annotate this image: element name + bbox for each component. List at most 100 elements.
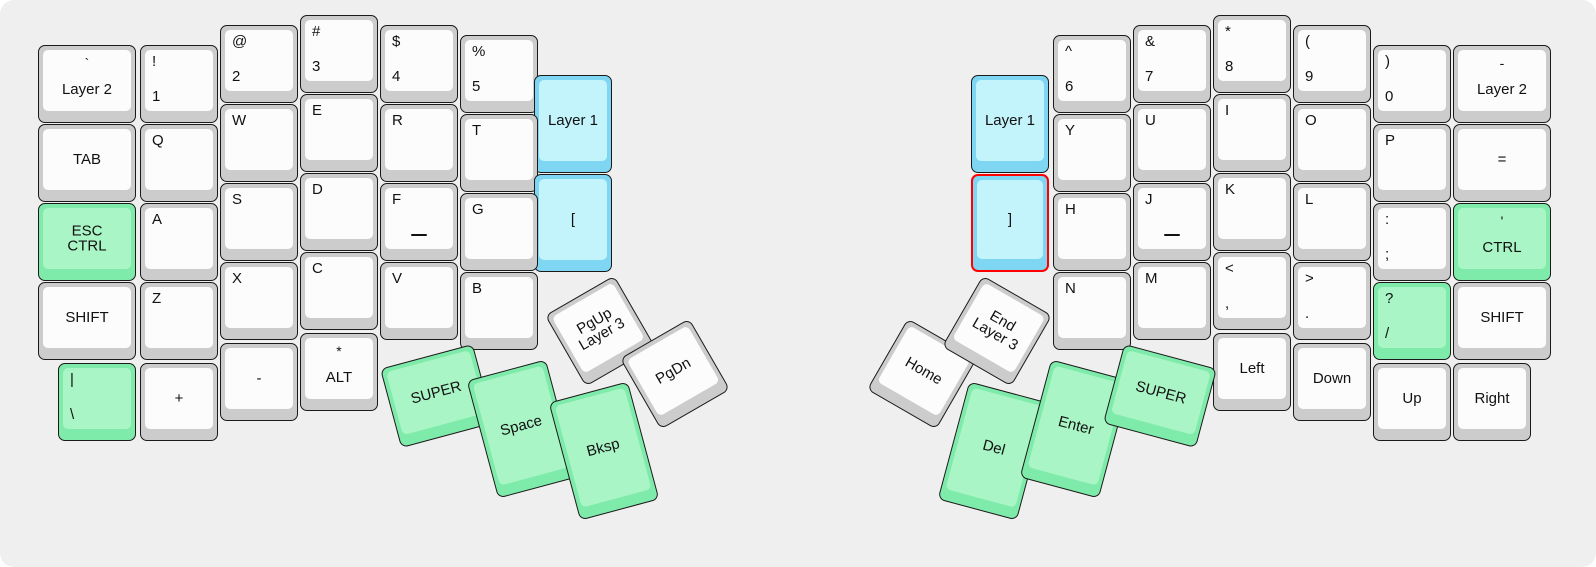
- key-legend-center: PgUp Layer 3: [573, 304, 628, 355]
- key-left-r1-c5[interactable]: $4: [380, 25, 458, 103]
- key-legend-bottom: 3: [312, 58, 321, 76]
- key-right-r5-c6[interactable]: Up: [1373, 363, 1451, 441]
- keycap-surface: SUPER: [1110, 350, 1211, 436]
- keycap-surface: K: [1218, 178, 1286, 239]
- key-left-r5-c3[interactable]: -: [220, 343, 298, 421]
- keycap-surface: Y: [1058, 119, 1126, 180]
- key-legend-center: Bksp: [584, 434, 622, 460]
- keycap-surface: H: [1058, 198, 1126, 259]
- key-right-r2-c4[interactable]: I: [1213, 94, 1291, 172]
- key-left-r1-c6[interactable]: %5: [460, 35, 538, 113]
- key-legend-top: <: [1225, 260, 1234, 277]
- key-left-r3-c2[interactable]: A: [140, 203, 218, 281]
- key-right-r4-c4[interactable]: <,: [1213, 252, 1291, 330]
- key-left-r2-c4[interactable]: E: [300, 94, 378, 172]
- key-left-r3-c6[interactable]: G: [460, 193, 538, 271]
- key-left-r4-c5[interactable]: V: [380, 262, 458, 340]
- key-right-r3-c5[interactable]: L: [1293, 183, 1371, 261]
- key-left-r3-c5[interactable]: F: [380, 183, 458, 261]
- key-right-r1-c5[interactable]: (9: [1293, 25, 1371, 103]
- key-right-r2-c7[interactable]: =: [1453, 124, 1551, 202]
- key-right-r5-c7[interactable]: Right: [1453, 363, 1531, 441]
- key-left-r1-c2[interactable]: !1: [140, 45, 218, 123]
- key-left-r2-c1[interactable]: TAB: [38, 124, 136, 202]
- key-right-r4-c6[interactable]: ?/: [1373, 282, 1451, 360]
- key-left-r4-c3[interactable]: X: [220, 262, 298, 340]
- key-left-r1-c7[interactable]: Layer 1: [534, 75, 612, 173]
- key-left-r3-c1[interactable]: ESC CTRL: [38, 203, 136, 281]
- key-left-r1-c1[interactable]: `Layer 2: [38, 45, 136, 123]
- key-legend-top: -: [1499, 55, 1505, 71]
- key-legend-center: Layer 2: [1476, 80, 1528, 98]
- key-right-r4-c2[interactable]: N: [1053, 272, 1131, 350]
- key-right-r2-c6[interactable]: P: [1373, 124, 1451, 202]
- key-left-r5-c1[interactable]: |\: [58, 363, 136, 441]
- key-right-r3-c2[interactable]: H: [1053, 193, 1131, 271]
- key-right-thumb-super[interactable]: SUPER: [1103, 343, 1217, 449]
- key-legend-top: !: [152, 53, 157, 70]
- key-left-r4-c4[interactable]: C: [300, 252, 378, 330]
- key-right-r4-c3[interactable]: M: [1133, 262, 1211, 340]
- keycap-surface: SHIFT: [43, 287, 131, 348]
- key-right-r2-c3[interactable]: U: [1133, 104, 1211, 182]
- key-legend-top: |: [70, 371, 74, 388]
- key-legend-top: H: [1065, 201, 1076, 218]
- keycap-surface: End Layer 3: [952, 282, 1046, 374]
- keycap-surface: T: [465, 119, 533, 180]
- keycap-surface: U: [1138, 109, 1206, 170]
- key-right-r1-c7[interactable]: - Layer 2: [1453, 45, 1551, 123]
- key-left-r3-c3[interactable]: S: [220, 183, 298, 261]
- key-right-r2-c2[interactable]: Y: [1053, 114, 1131, 192]
- keycap-surface: R: [385, 109, 453, 170]
- keycap-surface: P: [1378, 129, 1446, 190]
- keycap-surface: - Layer 2: [1458, 50, 1546, 111]
- key-legend-top: %: [472, 43, 486, 60]
- key-right-r1-c2[interactable]: ^6: [1053, 35, 1131, 113]
- key-left-r1-c3[interactable]: @2: [220, 25, 298, 103]
- key-legend-top: S: [232, 191, 243, 208]
- keycap-surface: L: [1298, 188, 1366, 249]
- keycap-surface: V: [385, 267, 453, 328]
- keycap-surface: `Layer 2: [43, 50, 131, 111]
- key-left-r2-c2[interactable]: Q: [140, 124, 218, 202]
- key-legend-bottom: 8: [1225, 58, 1234, 76]
- key-legend-top: W: [232, 112, 247, 129]
- key-legend-center: -: [256, 369, 262, 387]
- key-legend-bottom: 5: [472, 78, 481, 96]
- key-left-r2-c3[interactable]: W: [220, 104, 298, 182]
- keycap-surface: +: [145, 368, 213, 429]
- keycap-surface: Bksp: [554, 387, 652, 508]
- key-right-r2-c5[interactable]: O: [1293, 104, 1371, 182]
- key-right-r3-c4[interactable]: K: [1213, 173, 1291, 251]
- key-left-r3-c4[interactable]: D: [300, 173, 378, 251]
- key-left-thumb-bksp[interactable]: Bksp: [548, 381, 660, 521]
- key-right-r3-c6[interactable]: :;: [1373, 203, 1451, 281]
- keycap-surface: *ALT: [305, 338, 373, 399]
- key-left-r4-c2[interactable]: Z: [140, 282, 218, 360]
- keycap-surface: W: [225, 109, 293, 170]
- key-right-r3-c7[interactable]: 'CTRL: [1453, 203, 1551, 281]
- key-right-r4-c5[interactable]: >.: [1293, 262, 1371, 340]
- key-left-r4-c6[interactable]: B: [460, 272, 538, 350]
- key-left-r1-c4[interactable]: #3: [300, 15, 378, 93]
- key-right-r2-c1[interactable]: ]: [971, 174, 1049, 272]
- key-left-r5-c4[interactable]: *ALT: [300, 333, 378, 411]
- keycap-surface: )0: [1378, 50, 1446, 111]
- key-right-r3-c3[interactable]: J: [1133, 183, 1211, 261]
- key-right-r5-c5[interactable]: Down: [1293, 343, 1371, 421]
- key-left-r5-c2[interactable]: +: [140, 363, 218, 441]
- key-right-r1-c1[interactable]: Layer 1: [971, 75, 1049, 173]
- key-right-r1-c4[interactable]: *8: [1213, 15, 1291, 93]
- key-left-r4-c1[interactable]: SHIFT: [38, 282, 136, 360]
- key-legend-top: I: [1225, 102, 1230, 119]
- key-left-r2-c5[interactable]: R: [380, 104, 458, 182]
- key-left-r2-c7[interactable]: [: [534, 174, 612, 272]
- key-right-r5-c4[interactable]: Left: [1213, 333, 1291, 411]
- key-legend-top: N: [1065, 280, 1076, 297]
- key-right-r4-c7[interactable]: SHIFT: [1453, 282, 1551, 360]
- key-left-r2-c6[interactable]: T: [460, 114, 538, 192]
- keycap-surface: Enter: [1027, 365, 1125, 486]
- key-right-r1-c6[interactable]: )0: [1373, 45, 1451, 123]
- key-legend-top: *: [1225, 23, 1231, 40]
- key-right-r1-c3[interactable]: &7: [1133, 25, 1211, 103]
